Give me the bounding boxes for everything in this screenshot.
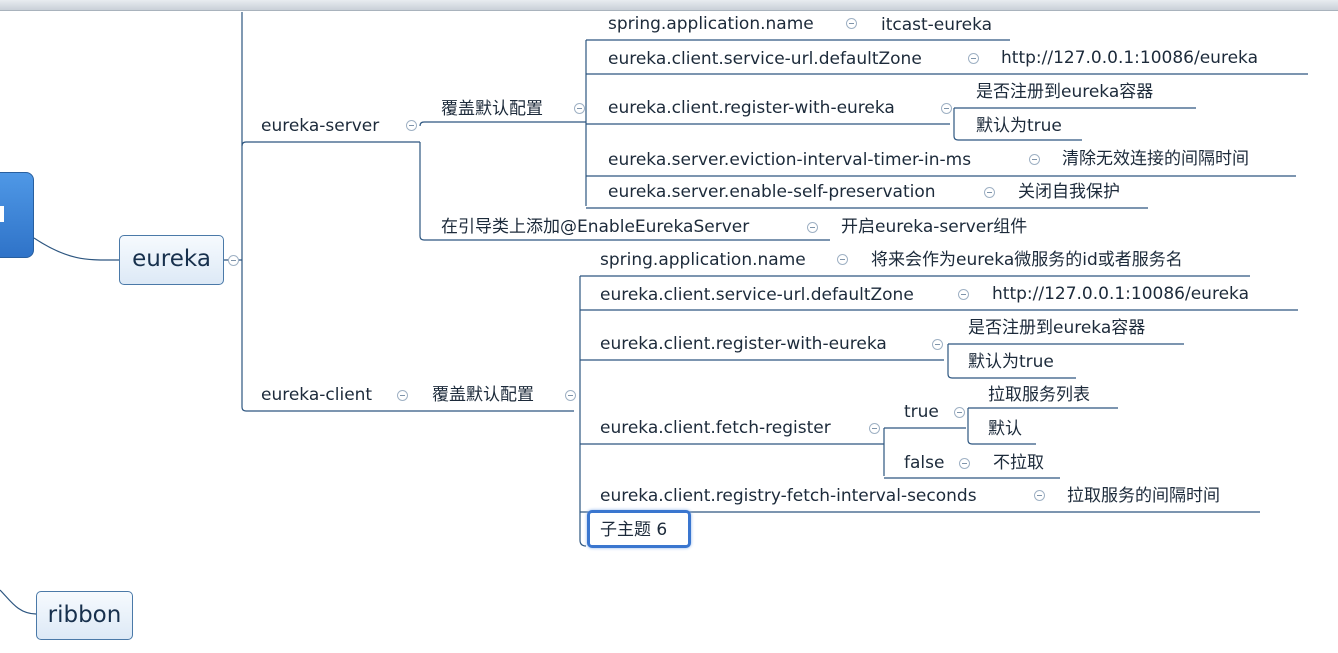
collapse-toggle-server-override[interactable] bbox=[574, 103, 585, 114]
collapse-toggle-eureka-server[interactable] bbox=[406, 120, 417, 131]
window-top-border bbox=[0, 0, 1338, 11]
server-prop-key-3[interactable]: eureka.client.register-with-eureka bbox=[608, 98, 895, 118]
client-prop-value-2[interactable]: http://127.0.0.1:10086/eureka bbox=[992, 284, 1249, 304]
collapse-toggle-client-prop-3[interactable] bbox=[932, 339, 943, 350]
topic-eureka[interactable]: eureka bbox=[119, 235, 224, 285]
root-topic-node[interactable] bbox=[0, 172, 34, 258]
client-prop-key-5[interactable]: eureka.client.registry-fetch-interval-se… bbox=[600, 486, 977, 506]
collapse-toggle-server-enable[interactable] bbox=[807, 222, 818, 233]
server-prop-value-4[interactable]: 清除无效连接的间隔时间 bbox=[1062, 149, 1249, 169]
client-prop-key-1[interactable]: spring.application.name bbox=[600, 250, 806, 270]
server-enable-value[interactable]: 开启eureka-server组件 bbox=[841, 217, 1028, 237]
server-prop-value-5[interactable]: 关闭自我保护 bbox=[1018, 182, 1120, 202]
selected-subtopic-node[interactable]: 子主题 6 bbox=[587, 510, 691, 548]
connector-server-override bbox=[419, 121, 586, 127]
server-prop-value-1[interactable]: itcast-eureka bbox=[881, 15, 993, 35]
root-topic-label-fragment bbox=[0, 206, 4, 222]
collapse-toggle-server-prop-4[interactable] bbox=[1029, 154, 1040, 165]
connector-eureka-server bbox=[241, 141, 420, 147]
collapse-toggle-client-override[interactable] bbox=[565, 390, 576, 401]
connector-root-ribbon bbox=[0, 589, 37, 615]
topic-eureka-server[interactable]: eureka-server bbox=[261, 116, 380, 136]
connector-client-props-vertical bbox=[579, 276, 587, 547]
collapse-toggle-eureka-client[interactable] bbox=[397, 390, 408, 401]
client-prop-value-1[interactable]: 将来会作为eureka微服务的id或者服务名 bbox=[871, 250, 1183, 270]
client-prop-key-2[interactable]: eureka.client.service-url.defaultZone bbox=[600, 285, 914, 305]
collapse-toggle-client-fetch-true[interactable] bbox=[954, 407, 965, 418]
collapse-toggle-client-fetch-false[interactable] bbox=[959, 458, 970, 469]
server-prop-value-3b[interactable]: 默认为true bbox=[976, 116, 1062, 136]
topic-ribbon-label: ribbon bbox=[47, 602, 122, 628]
collapse-toggle-server-prop-1[interactable] bbox=[846, 18, 857, 29]
server-prop-key-1[interactable]: spring.application.name bbox=[608, 14, 814, 34]
server-prop-key-5[interactable]: eureka.server.enable-self-preservation bbox=[608, 182, 936, 202]
client-prop-key-3[interactable]: eureka.client.register-with-eureka bbox=[600, 334, 887, 354]
topic-eureka-client[interactable]: eureka-client bbox=[261, 385, 373, 405]
server-prop-key-2[interactable]: eureka.client.service-url.defaultZone bbox=[608, 49, 922, 69]
collapse-toggle-client-prop-2[interactable] bbox=[958, 289, 969, 300]
connector-server-vertical bbox=[419, 142, 830, 241]
client-prop-key-4[interactable]: eureka.client.fetch-register bbox=[600, 418, 831, 438]
server-prop-key-4[interactable]: eureka.server.eviction-interval-timer-in… bbox=[608, 150, 972, 170]
collapse-toggle-client-prop-1[interactable] bbox=[837, 254, 848, 265]
server-prop-value-2[interactable]: http://127.0.0.1:10086/eureka bbox=[1001, 48, 1258, 68]
topic-server-override[interactable]: 覆盖默认配置 bbox=[441, 99, 543, 119]
topic-ribbon[interactable]: ribbon bbox=[36, 591, 133, 640]
client-fetch-true-value-1[interactable]: 拉取服务列表 bbox=[988, 385, 1090, 405]
client-fetch-false-value[interactable]: 不拉取 bbox=[993, 453, 1044, 473]
server-enable-key[interactable]: 在引导类上添加@EnableEurekaServer bbox=[441, 217, 750, 237]
collapse-toggle-client-prop-4[interactable] bbox=[869, 423, 880, 434]
client-fetch-true-value-2[interactable]: 默认 bbox=[988, 419, 1022, 439]
connector-root-eureka bbox=[33, 237, 120, 261]
collapse-toggle-server-prop-5[interactable] bbox=[984, 187, 995, 198]
collapse-toggle-client-prop-5[interactable] bbox=[1034, 490, 1045, 501]
subtopic-label: 子主题 6 bbox=[600, 520, 668, 540]
connector-eureka-vertical bbox=[241, 12, 400, 412]
topic-eureka-label: eureka bbox=[132, 246, 211, 272]
client-prop-value-5[interactable]: 拉取服务的间隔时间 bbox=[1067, 486, 1220, 506]
client-prop-value-3a[interactable]: 是否注册到eureka容器 bbox=[968, 318, 1146, 338]
collapse-toggle-eureka[interactable] bbox=[228, 255, 239, 266]
client-fetch-true[interactable]: true bbox=[904, 402, 939, 422]
client-prop-value-3b[interactable]: 默认为true bbox=[968, 352, 1054, 372]
topic-client-override[interactable]: 覆盖默认配置 bbox=[432, 385, 534, 405]
collapse-toggle-server-prop-2[interactable] bbox=[968, 53, 979, 64]
collapse-toggle-server-prop-3[interactable] bbox=[941, 103, 952, 114]
client-fetch-false[interactable]: false bbox=[904, 453, 945, 473]
server-prop-value-3a[interactable]: 是否注册到eureka容器 bbox=[976, 82, 1154, 102]
